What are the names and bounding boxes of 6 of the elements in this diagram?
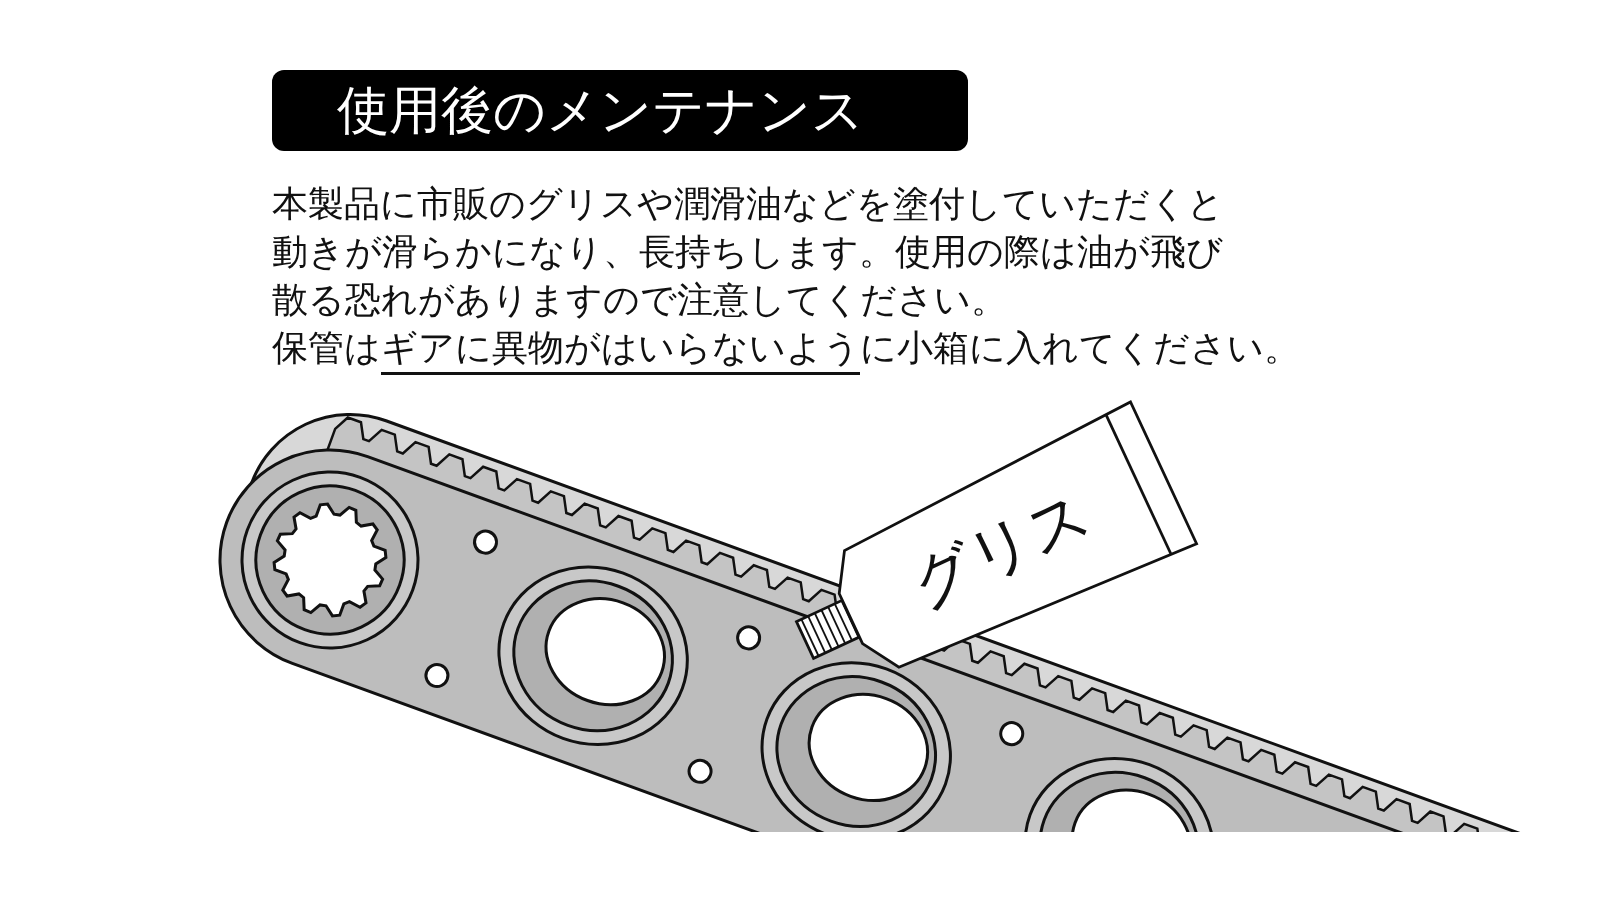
instruction-text: 本製品に市販のグリスや潤滑油などを塗付していただくと動きが滑らかになり、長持ちします。使用の際は油が飛び散る恐れがありますので注意してください。 [272,182,1225,322]
instruction-text: 保管は [272,326,381,370]
underlined-text: ギアに異物がはいらないよう [381,324,860,375]
heading: 使用後のメンテナンス [272,70,968,151]
instruction-text: に小箱に入れてください。 [860,326,1300,370]
tube-label: グリス [898,474,1103,624]
